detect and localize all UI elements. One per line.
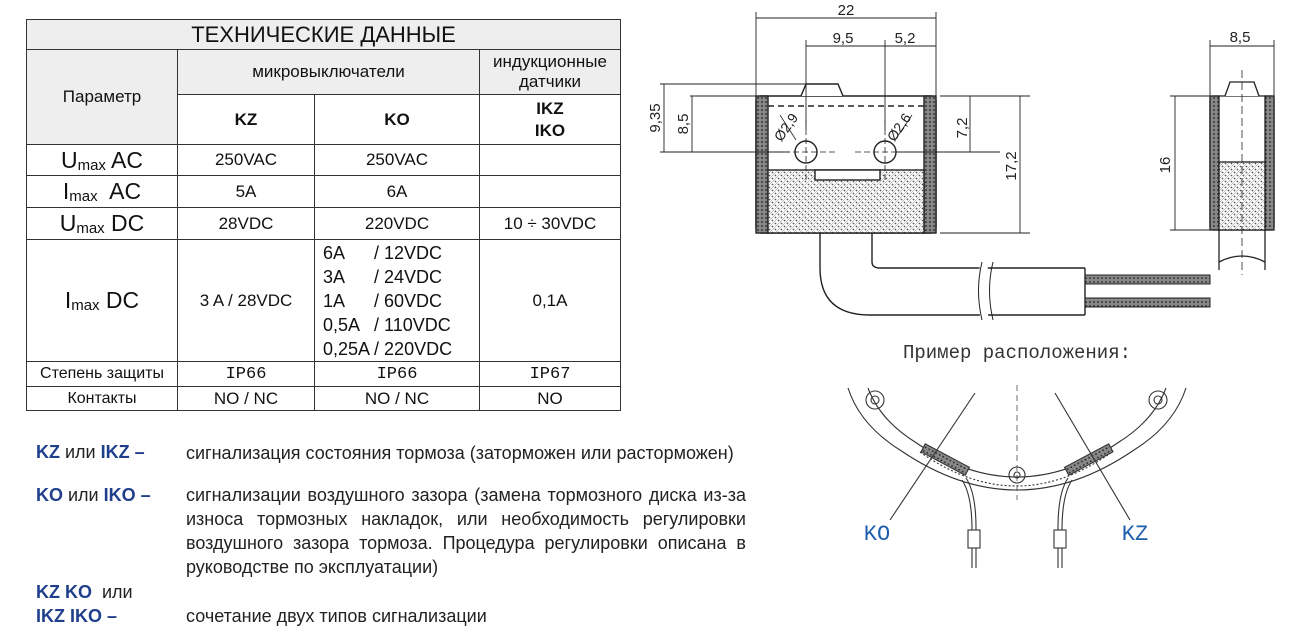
protection-ko: IP66 (314, 361, 480, 387)
brake-example-view (847, 385, 1187, 568)
dim-5-2: 5,2 (895, 30, 916, 47)
imax-ac-ind (479, 175, 621, 208)
ko-dc-line: 0,5A / 110VDC (323, 314, 451, 335)
umax-dc-ko: 220VDC (314, 207, 480, 240)
imax-dc-kz: 3 A / 28VDC (177, 239, 315, 362)
legend-ko-text: сигнализации воздушного зазора (замена т… (186, 485, 746, 577)
col-ikz: IKZ (536, 98, 564, 118)
imax-dc-ko: 6A / 12VDC 3A / 24VDC 1A / 60VDC 0,5A / … (314, 239, 480, 362)
contacts-ko: NO / NC (314, 386, 480, 411)
induct-header: индукционные датчики (479, 49, 621, 95)
param-header: Параметр (26, 49, 178, 145)
dim-7-2: 7,2 (954, 118, 971, 139)
kz-label: KZ (1122, 522, 1148, 547)
imax-dc-ind: 0,1A (479, 239, 621, 362)
ko-dc-line: 6A / 12VDC (323, 242, 443, 263)
umax-ac-label: Umax AC (26, 144, 178, 176)
dim-9-35: 9,35 (647, 103, 664, 132)
imax-ac-kz: 5A (177, 175, 315, 208)
umax-ac-ind (479, 144, 621, 176)
ko-label: KO (864, 522, 890, 547)
protection-kz: IP66 (177, 361, 315, 387)
dimension-labels: 22 9,5 5,2 9,35 8,5 Ø2,9 Ø2,6 7,2 17,2 8… (647, 2, 1250, 181)
legend-kz-text: сигнализация состояния тормоза (затормож… (186, 443, 734, 463)
protection-ind: IP67 (479, 361, 621, 387)
dim-22: 22 (838, 2, 855, 19)
dim-16: 16 (1157, 157, 1174, 174)
col-kz: KZ (177, 94, 315, 145)
switch-body (755, 83, 937, 234)
switch-technical-drawing: 22 9,5 5,2 9,35 8,5 Ø2,9 Ø2,6 7,2 17,2 8… (647, 2, 1275, 568)
micro-header: микровыключатели (177, 49, 480, 95)
table-title: ТЕХНИЧЕСКИЕ ДАННЫЕ (26, 19, 621, 50)
imax-ac-label: Imax AC (26, 175, 178, 208)
dimension-lines (660, 12, 1030, 234)
dim-8-5-top: 8,5 (1230, 29, 1251, 46)
umax-ac-kz: 250VAC (177, 144, 315, 176)
cable (819, 233, 1211, 321)
umax-dc-label: Umax DC (26, 207, 178, 240)
col-ikz-iko: IKZ IKO (479, 94, 621, 145)
legend-combo-text: сочетание двух типов сигнализации (186, 606, 487, 626)
umax-dc-ind: 10 ÷ 30VDC (479, 207, 621, 240)
example-label: Пример расположения: (903, 342, 1131, 364)
contacts-kz: NO / NC (177, 386, 315, 411)
dim-9-5: 9,5 (833, 30, 854, 47)
imax-dc-label: Imax DC (26, 239, 178, 362)
dim-8-5-side: 8,5 (675, 114, 692, 135)
imax-ac-ko: 6A (314, 175, 480, 208)
col-iko: IKO (534, 120, 566, 140)
protection-label: Степень защиты (26, 361, 178, 387)
tech-data-table: ТЕХНИЧЕСКИЕ ДАННЫЕ Параметр микровыключа… (26, 19, 621, 411)
legend-ko-iko: KO или IKO – (36, 485, 151, 505)
ko-dc-line: 3A / 24VDC (323, 266, 443, 287)
contacts-label: Контакты (26, 386, 178, 411)
contacts-ind: NO (479, 386, 621, 411)
umax-dc-kz: 28VDC (177, 207, 315, 240)
ko-dc-line: 1A / 60VDC (323, 290, 443, 311)
umax-ac-ko: 250VAC (314, 144, 480, 176)
legend-combo: KZ KO или IKZ IKO – (36, 582, 133, 626)
dim-17-2: 17,2 (1003, 151, 1020, 180)
switch-side-view (1170, 40, 1275, 275)
ko-dc-line: 0,25A / 220VDC (323, 338, 453, 359)
col-ko: KO (314, 94, 480, 145)
legend-kz-ikz: KZ или IKZ – (36, 442, 145, 462)
